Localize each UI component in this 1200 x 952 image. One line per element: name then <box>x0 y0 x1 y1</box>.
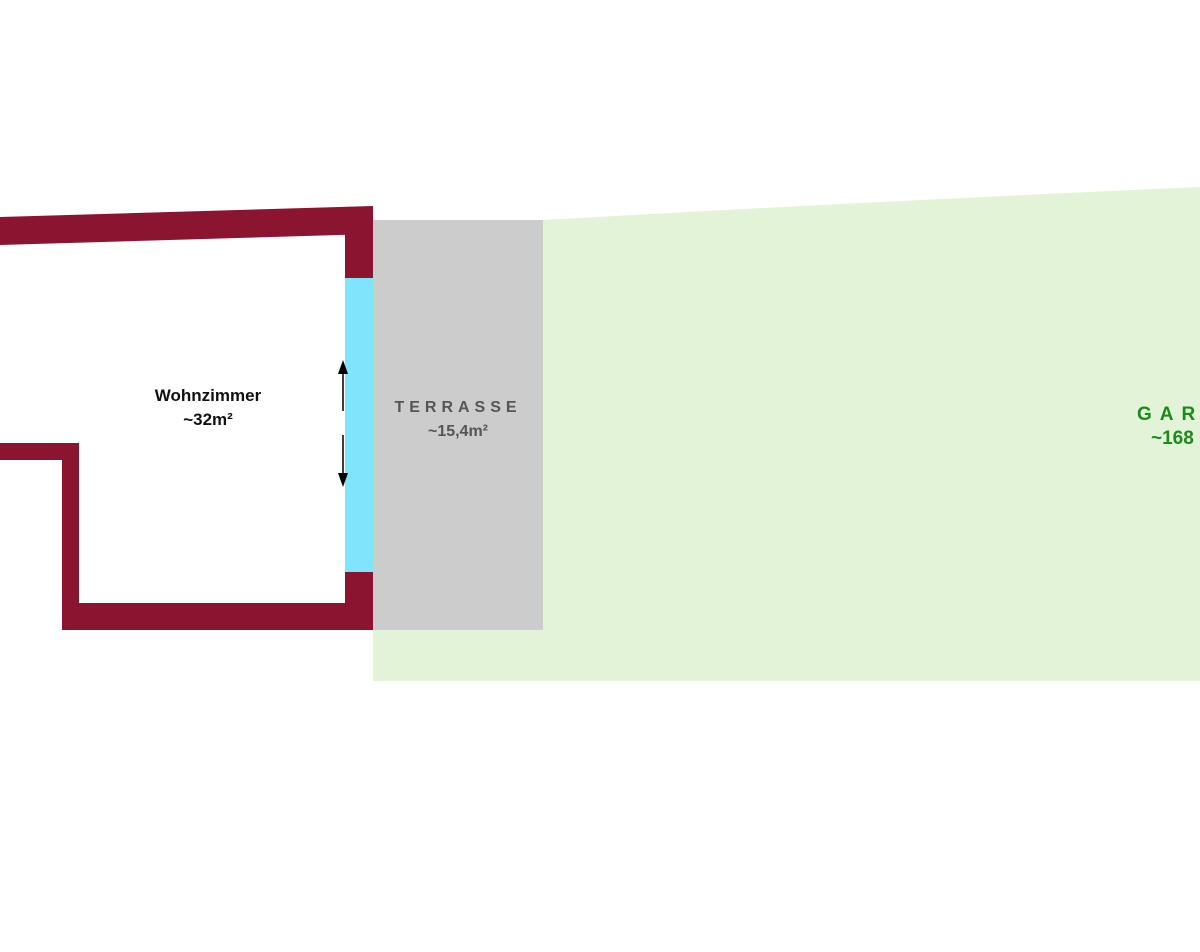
sliding-door-arrow-down-icon <box>338 435 348 487</box>
living-room-name: Wohnzimmer <box>154 386 262 405</box>
garden-label: GART ~168 <box>1100 403 1200 451</box>
terrace-label: TERRASSE ~15,4m² <box>373 396 543 444</box>
wall-top <box>0 206 373 245</box>
wall-bottom <box>62 603 373 630</box>
garden-area <box>373 187 1200 681</box>
terrace-area <box>373 220 543 630</box>
living-room-label: Wohnzimmer ~32m² <box>108 384 308 432</box>
window <box>345 278 373 572</box>
terrace-area-value: ~15,4m² <box>427 423 489 440</box>
wall-right-upper <box>345 230 373 278</box>
sliding-door-arrow-up-icon <box>338 360 348 411</box>
wall-stub <box>0 443 79 460</box>
garden-name: GART <box>1137 404 1200 425</box>
garden-area-value: ~168 <box>1151 428 1194 449</box>
living-room-area: ~32m² <box>183 410 233 429</box>
wall-left-lower <box>62 443 79 630</box>
terrace-name: TERRASSE <box>394 399 522 416</box>
